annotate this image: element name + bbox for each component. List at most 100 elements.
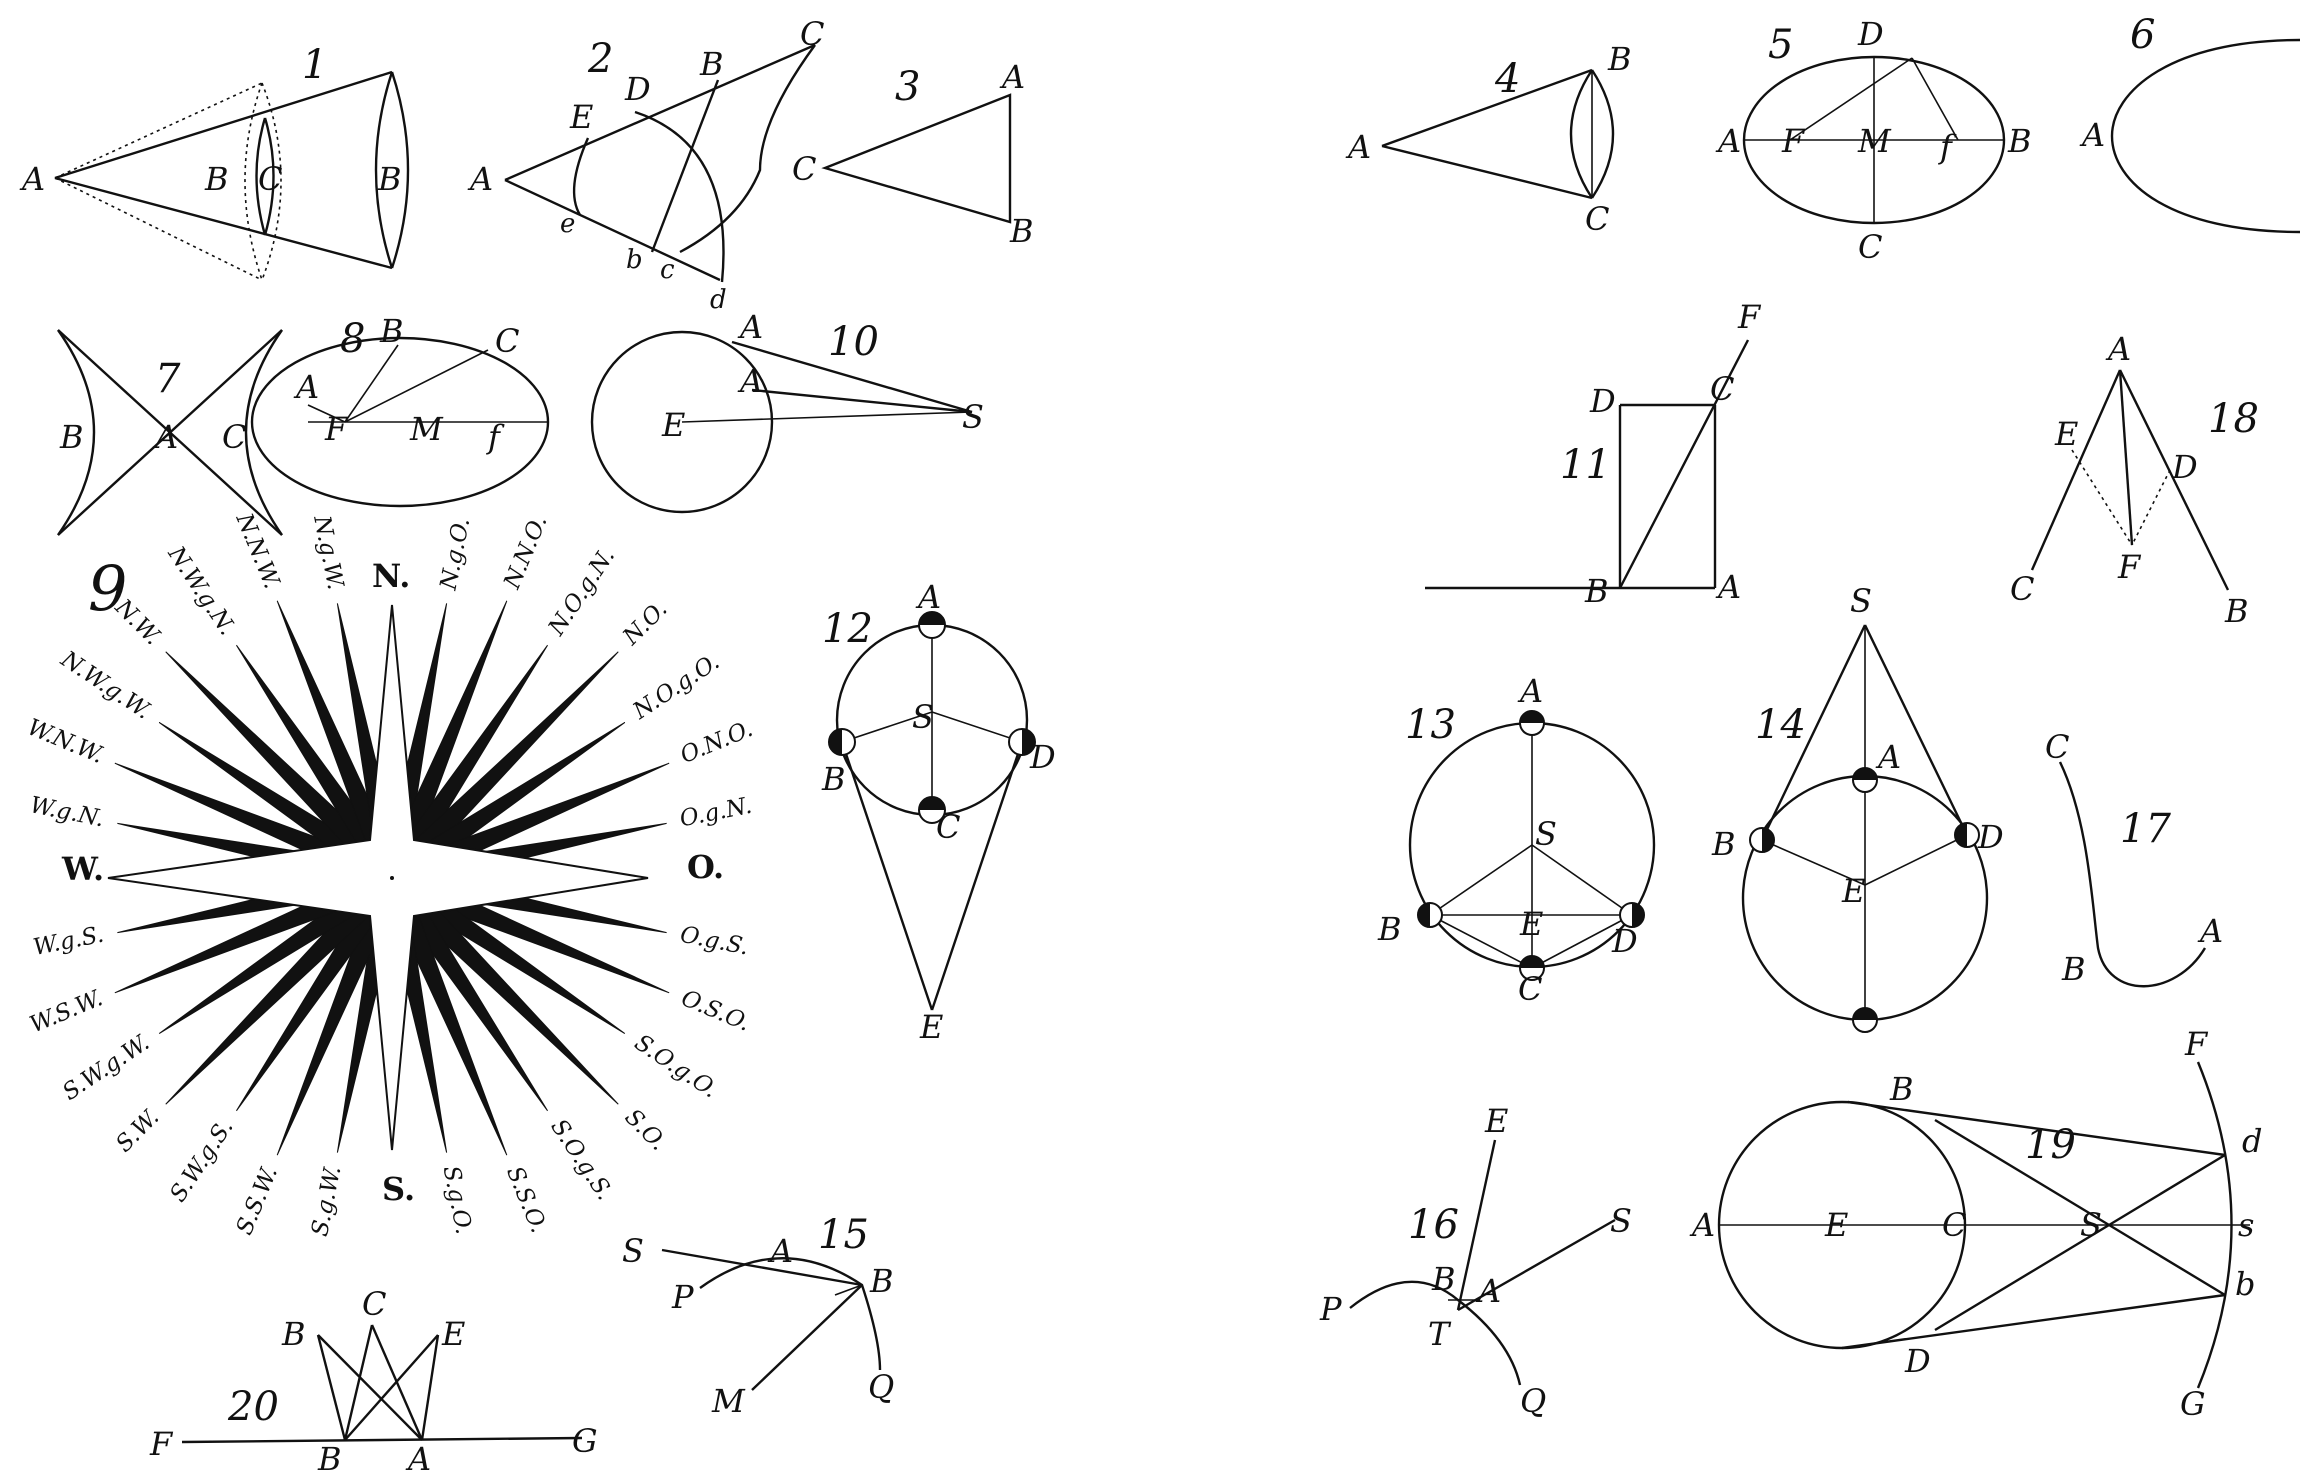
figure-2-label-c: C [800,15,824,53]
figure-15-label-m: M [711,1382,746,1420]
compass-point-label: N.O.g.N. [543,544,620,641]
figure-14-label-a: A [1875,738,1901,776]
compass-point-label: W.S.W. [26,985,106,1038]
figure-4: 4 A B C [1345,40,1632,238]
compass-point-label: S.g.O. [438,1164,477,1237]
figure-18-number: 18 [2208,396,2259,442]
figure-17-label-c: C [2045,728,2069,766]
figure-16-label-e: E [1484,1102,1508,1140]
figure-1: 1 A B C B [19,42,410,281]
figure-6-number: 6 [2130,12,2155,58]
figure-19-label-a: A [1689,1206,1715,1244]
figure-7-label-a: A [152,418,178,456]
figure-3-label-c: C [792,150,816,188]
figure-19-label-e: E [1824,1206,1848,1244]
figure-14-label-d: D [1977,818,2004,856]
compass-point-label: W.g.S. [31,922,106,961]
figure-13-label-e: E [1519,905,1543,943]
figure-6-label-a: A [2079,116,2105,154]
compass-point-label: S.W.g.S. [165,1115,239,1207]
compass-point-label: S.g.W. [307,1164,346,1239]
figure-11-number: 11 [1560,442,1611,488]
figure-2-label-b: B [699,45,724,83]
compass-point-label: N.W.g.N. [162,541,240,640]
figure-5-number: 5 [1768,22,1793,68]
figure-11-label-c: C [1710,370,1734,408]
figure-10: 10 A A E S [590,308,984,514]
figure-2-label-a: A [467,160,493,198]
compass-point-label: O.g.S. [678,922,751,961]
figure-19-label-s-small: s [2238,1206,2254,1244]
compass-point-label: N.N.W. [230,509,285,593]
compass-point-label: S.O.g.S. [545,1115,617,1205]
figure-8-label-f-small: f [486,418,505,456]
figure-18-label-b: B [2224,592,2249,630]
figure-13-label-d: D [1611,922,1638,960]
compass-point-label: O.g.N. [678,793,755,833]
figure-18-label-e: E [2054,415,2078,453]
figure-16-label-p: P [1319,1290,1342,1328]
figure-1-label-a: A [19,160,45,198]
compass-point-label: W.g.N. [28,792,107,832]
figure-11-label-a: A [1715,568,1741,606]
compass-point-label: N.O.g.O. [628,649,724,725]
figure-2-label-d: D [624,70,651,108]
figure-13-label-s: S [1535,815,1557,853]
figure-12-label-e: E [919,1008,943,1046]
figure-3: 3 A C B [792,58,1034,250]
figure-2-label-b-small: b [626,245,643,275]
figure-10-label-s: S [962,398,984,436]
compass-east: O. [687,848,724,886]
figure-11-label-d: D [1589,382,1616,420]
figure-15-label-a: A [767,1232,793,1270]
figure-12-number: 12 [822,606,873,652]
figure-4-label-c: C [1585,200,1609,238]
figure-15-label-s: S [622,1232,644,1270]
figure-16-number: 16 [1408,1202,1459,1248]
figure-11-label-f: F [1737,298,1762,336]
figure-20: 20 B C E F B A G [149,1285,598,1478]
figure-7-label-b: B [59,418,84,456]
figure-15-label-p: P [671,1278,694,1316]
figure-20-label-e: E [441,1315,465,1353]
figure-20-label-f: F [149,1425,174,1463]
figure-19: 19 B F d A E C S s b D G [1689,1025,2262,1423]
figure-13-number: 13 [1405,702,1456,748]
figure-5-label-b: B [2007,122,2032,160]
figure-5: 5 D A F M f B C [1715,15,2032,266]
figure-7-number: 7 [155,356,181,402]
figure-6: 6 A [2079,12,2301,234]
figure-2-label-c-small: c [660,255,675,285]
figure-14-label-s: S [1850,582,1872,620]
figure-8-number: 8 [340,316,365,362]
figure-4-number: 4 [1494,56,1520,102]
figure-3-number: 3 [895,64,920,110]
figure-8-label-a: A [293,368,319,406]
compass-point-label: S.S.O. [501,1163,552,1237]
figure-18: 18 A E D F C B [2010,330,2259,630]
figure-5-label-a: A [1715,122,1741,160]
figure-15: 15 S A B P M Q [622,1212,894,1420]
compass-point-label: O.S.O. [678,985,754,1037]
compass-point-label: N.W.g.W. [55,646,155,725]
figure-5-label-d: D [1857,15,1884,53]
figure-19-label-s: S [2080,1206,2102,1244]
figure-5-label-f: F [1781,122,1806,160]
figure-19-label-b: B [1889,1070,1914,1108]
figure-8: 8 B C A F M f [250,312,550,508]
figure-12-label-d: D [1029,738,1056,776]
figure-12-label-s: S [912,698,934,736]
figure-5-label-c: C [1858,228,1882,266]
figure-12-label-c: C [936,808,960,846]
compass-point-label: S.S.W. [232,1163,283,1239]
compass-rays [114,600,670,1156]
figure-19-label-g: G [2180,1385,2206,1423]
figure-18-label-a: A [2105,330,2131,368]
figure-13-label-c: C [1518,970,1542,1008]
figure-14: 14 S A B D E [1711,582,2004,1033]
figure-19-number: 19 [2025,1122,2076,1168]
figure-8-label-m: M [409,410,444,448]
figure-1-number: 1 [302,42,327,88]
figure-16-label-s: S [1610,1202,1632,1240]
